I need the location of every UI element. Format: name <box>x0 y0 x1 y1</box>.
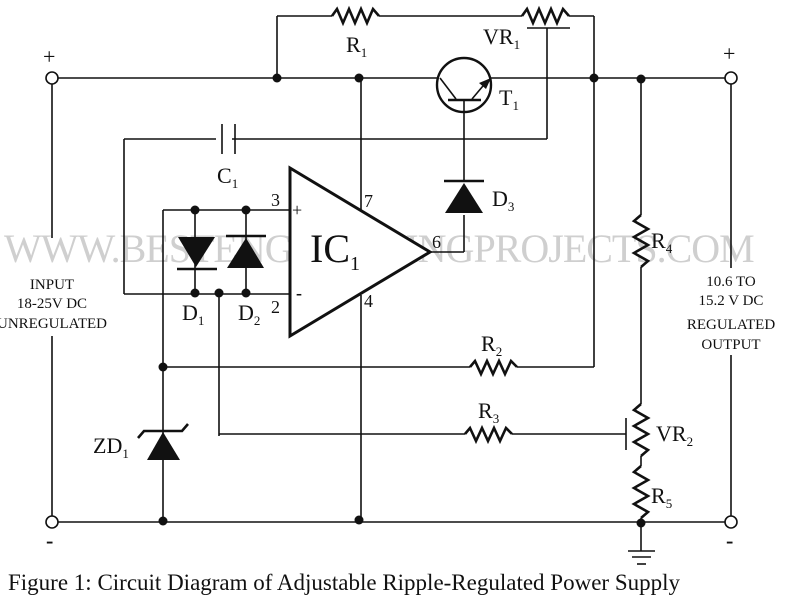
r2-label: R2 <box>481 331 502 359</box>
ic1-pin2: 2 <box>271 297 280 317</box>
input-negative-terminal[interactable] <box>45 515 59 529</box>
d2-label: D2 <box>238 300 260 328</box>
ic1-pin6: 6 <box>432 232 441 252</box>
zd1-label: ZD1 <box>93 433 129 461</box>
output-label: 10.6 TO 15.2 V DC REGULATED OUTPUT <box>687 274 775 353</box>
output-minus-sign: - <box>726 528 733 553</box>
junction-dots <box>158 73 646 528</box>
figure-caption: Figure 1: Circuit Diagram of Adjustable … <box>8 570 681 595</box>
d3-label: D3 <box>492 186 514 214</box>
output-positive-terminal[interactable] <box>724 71 738 85</box>
ic1-inverting-sign: - <box>296 283 302 303</box>
r5-resistor <box>631 465 651 522</box>
output-label-line4: OUTPUT <box>701 337 760 353</box>
r4-label: R4 <box>651 228 673 256</box>
c1-label: C1 <box>217 163 238 191</box>
r1-label: R1 <box>346 32 367 60</box>
input-label-line3: UNREGULATED <box>0 316 107 332</box>
zd1-zener-diode <box>137 420 189 462</box>
c1-capacitor <box>123 124 290 295</box>
input-label-line2: 18-25V DC <box>17 296 87 312</box>
d1-label: D1 <box>182 300 204 328</box>
output-label-line2: 15.2 V DC <box>699 293 764 309</box>
vr2-label: VR2 <box>656 421 693 449</box>
d3-diode <box>444 179 484 213</box>
ic1-pin4: 4 <box>364 291 373 311</box>
t1-label: T1 <box>499 85 519 113</box>
input-label-line1: INPUT <box>30 277 74 293</box>
ground-icon <box>628 522 655 565</box>
vr1-label: VR1 <box>483 24 520 52</box>
output-negative-terminal[interactable] <box>724 515 738 529</box>
r3-label: R3 <box>478 398 499 426</box>
ic1-opamp <box>288 78 465 522</box>
input-label: INPUT 18-25V DC UNREGULATED <box>0 277 107 332</box>
r4-resistor <box>631 78 651 404</box>
r1-resistor <box>276 5 522 78</box>
ic1-noninverting-sign: + <box>292 200 302 220</box>
t1-transistor <box>435 56 493 180</box>
ic1-pin3: 3 <box>271 190 280 210</box>
input-positive-terminal[interactable] <box>45 71 59 85</box>
output-label-line1: 10.6 TO <box>706 274 756 290</box>
r3-resistor <box>219 424 626 445</box>
output-label-line3: REGULATED <box>687 317 775 333</box>
vr1-potentiometer <box>124 5 595 140</box>
ic1-label: IC1 <box>310 226 360 275</box>
r5-label: R5 <box>651 483 672 511</box>
r2-resistor <box>163 78 595 378</box>
output-plus-sign: + <box>723 41 735 66</box>
ic1-pin7: 7 <box>364 191 373 211</box>
vr2-potentiometer <box>625 403 651 466</box>
input-minus-sign: - <box>46 528 53 553</box>
input-plus-sign: + <box>43 44 55 69</box>
